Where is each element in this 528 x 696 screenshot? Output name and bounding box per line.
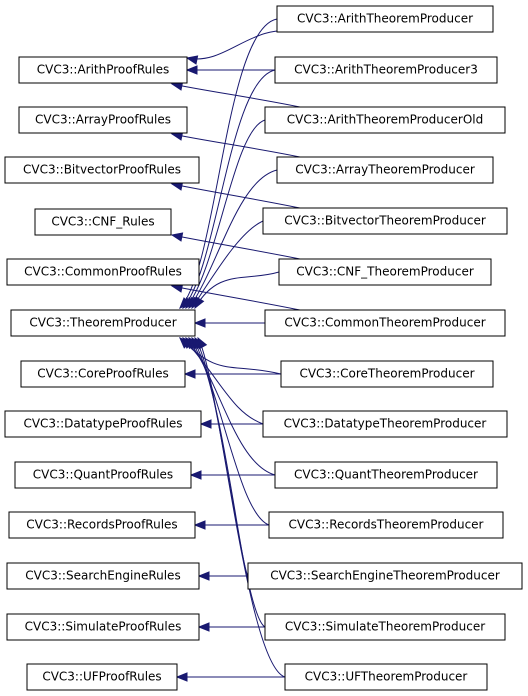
node-arith-theorem-producer[interactable]: CVC3::ArithTheoremProducer bbox=[276, 5, 494, 33]
edge-arith3-to-theorem-producer bbox=[182, 69, 276, 309]
edge-uf-to-theorem-producer-arrowhead bbox=[197, 336, 208, 350]
edge-datatype-to-datatype-rules-arrowhead bbox=[199, 419, 212, 429]
node-arith-proof-rules[interactable]: CVC3::ArithProofRules bbox=[18, 56, 188, 84]
node-theorem-producer[interactable]: CVC3::TheoremProducer bbox=[10, 309, 196, 337]
class-nodes: CVC3::ArithProofRules CVC3::ArrayProofRu… bbox=[4, 5, 523, 691]
node-array-theorem-producer[interactable]: CVC3::ArrayTheoremProducer bbox=[276, 156, 494, 184]
node-array-proof-rules[interactable]: CVC3::ArrayProofRules bbox=[18, 106, 188, 134]
edge-core-to-core-rules-arrowhead bbox=[183, 369, 196, 379]
node-label: CVC3::BitvectorProofRules bbox=[23, 163, 181, 177]
node-label: CVC3::SimulateProofRules bbox=[25, 620, 182, 634]
edge-bitvector-producer-to-bitvector-rules bbox=[171, 183, 301, 209]
node-label: CVC3::QuantTheoremProducer bbox=[294, 468, 478, 482]
node-search-engine-theorem-producer[interactable]: CVC3::SearchEngineTheoremProducer bbox=[247, 562, 523, 590]
node-label: CVC3::SearchEngineRules bbox=[25, 569, 180, 583]
node-label: CVC3::UFTheoremProducer bbox=[305, 670, 468, 684]
edge-bitvector-producer-to-theorem-producer bbox=[191, 220, 264, 309]
node-label: CVC3::RecordsTheoremProducer bbox=[289, 518, 484, 532]
node-label: CVC3::CoreProofRules bbox=[37, 367, 168, 381]
edge-arith-producer-to-arith-rules bbox=[186, 30, 301, 60]
node-label: CVC3::BitvectorTheoremProducer bbox=[284, 214, 486, 228]
node-quant-theorem-producer[interactable]: CVC3::QuantTheoremProducer bbox=[274, 461, 498, 489]
node-simulate-proof-rules[interactable]: CVC3::SimulateProofRules bbox=[6, 613, 200, 641]
node-label: CVC3::ArrayProofRules bbox=[35, 113, 171, 127]
node-common-proof-rules[interactable]: CVC3::CommonProofRules bbox=[6, 258, 200, 286]
node-label: CVC3::CNF_Rules bbox=[51, 215, 154, 229]
node-simulate-theorem-producer[interactable]: CVC3::SimulateTheoremProducer bbox=[264, 613, 506, 641]
node-search-engine-rules[interactable]: CVC3::SearchEngineRules bbox=[6, 562, 200, 590]
edge-cnf-producer-to-theorem-producer-arrowhead bbox=[194, 296, 205, 310]
node-core-theorem-producer[interactable]: CVC3::CoreTheoremProducer bbox=[280, 360, 494, 388]
edge-datatype-to-theorem-producer bbox=[182, 337, 264, 425]
node-cnf-rules[interactable]: CVC3::CNF_Rules bbox=[34, 208, 172, 236]
node-label: CVC3::ArithProofRules bbox=[37, 63, 169, 77]
node-label: CVC3::ArrayTheoremProducer bbox=[295, 163, 475, 177]
node-label: CVC3::CoreTheoremProducer bbox=[299, 367, 474, 381]
node-records-proof-rules[interactable]: CVC3::RecordsProofRules bbox=[8, 511, 196, 539]
edge-arith-old-to-theorem-producer bbox=[185, 119, 266, 309]
edge-common-producer-to-theorem-producer-arrowhead bbox=[193, 318, 206, 328]
edge-search-to-search-rules-arrowhead bbox=[197, 571, 210, 581]
node-quant-proof-rules[interactable]: CVC3::QuantProofRules bbox=[14, 461, 192, 489]
edge-array-producer-to-theorem-producer bbox=[188, 169, 278, 309]
edge-cnf-producer-to-theorem-producer bbox=[194, 271, 280, 309]
node-label: CVC3::DatatypeTheoremProducer bbox=[284, 417, 487, 431]
edge-arith-old-to-arith-rules bbox=[171, 83, 301, 108]
node-label: CVC3::TheoremProducer bbox=[29, 316, 176, 330]
inheritance-edges bbox=[170, 18, 301, 682]
node-label: CVC3::ArithTheoremProducer bbox=[297, 12, 473, 26]
edge-arith-producer-to-arith-rules-arrowhead bbox=[185, 55, 199, 65]
node-common-theorem-producer[interactable]: CVC3::CommonTheoremProducer bbox=[264, 309, 506, 337]
node-bitvector-theorem-producer[interactable]: CVC3::BitvectorTheoremProducer bbox=[262, 207, 508, 235]
edge-uf-to-uf-rules-arrowhead bbox=[175, 672, 188, 682]
node-label: CVC3::CommonTheoremProducer bbox=[284, 316, 485, 330]
node-label: CVC3::UFProofRules bbox=[42, 670, 161, 684]
node-label: CVC3::ArithTheoremProducerOld bbox=[287, 113, 483, 127]
edge-records-to-records-rules-arrowhead bbox=[193, 520, 206, 530]
edge-cnf-producer-to-cnf-rules bbox=[171, 234, 301, 260]
node-datatype-proof-rules[interactable]: CVC3::DatatypeProofRules bbox=[4, 410, 202, 438]
edge-records-to-theorem-producer bbox=[188, 337, 270, 526]
node-bitvector-proof-rules[interactable]: CVC3::BitvectorProofRules bbox=[4, 156, 200, 184]
node-label: CVC3::CommonProofRules bbox=[24, 265, 182, 279]
node-arith-theorem-producer-old[interactable]: CVC3::ArithTheoremProducerOld bbox=[264, 106, 506, 134]
node-label: CVC3::SimulateTheoremProducer bbox=[285, 620, 485, 634]
edge-uf-to-theorem-producer bbox=[197, 337, 286, 678]
node-arith-theorem-producer3[interactable]: CVC3::ArithTheoremProducer3 bbox=[274, 56, 498, 84]
node-label: CVC3::CNF_TheoremProducer bbox=[296, 265, 474, 279]
node-label: CVC3::RecordsProofRules bbox=[26, 518, 177, 532]
node-core-proof-rules[interactable]: CVC3::CoreProofRules bbox=[20, 360, 186, 388]
node-datatype-theorem-producer[interactable]: CVC3::DatatypeTheoremProducer bbox=[262, 410, 508, 438]
edge-arith3-to-arith-rules-arrowhead bbox=[185, 65, 198, 75]
edge-common-producer-to-common-rules bbox=[171, 285, 301, 311]
edge-cnf-producer-to-cnf-rules-arrowhead bbox=[170, 232, 184, 242]
node-cnf-theorem-producer[interactable]: CVC3::CNF_TheoremProducer bbox=[278, 258, 492, 286]
edge-quant-to-theorem-producer bbox=[185, 337, 276, 476]
edge-quant-to-quant-rules-arrowhead bbox=[189, 470, 202, 480]
node-label: CVC3::ArithTheoremProducer3 bbox=[294, 63, 478, 77]
node-label: CVC3::DatatypeProofRules bbox=[23, 417, 182, 431]
node-label: CVC3::SearchEngineTheoremProducer bbox=[270, 569, 500, 583]
node-uf-proof-rules[interactable]: CVC3::UFProofRules bbox=[26, 663, 178, 691]
edge-array-producer-to-array-rules bbox=[171, 133, 301, 158]
node-uf-theorem-producer[interactable]: CVC3::UFTheoremProducer bbox=[284, 663, 488, 691]
edge-simulate-to-simulate-rules-arrowhead bbox=[197, 622, 210, 632]
node-records-theorem-producer[interactable]: CVC3::RecordsTheoremProducer bbox=[268, 511, 504, 539]
node-label: CVC3::QuantProofRules bbox=[33, 468, 173, 482]
